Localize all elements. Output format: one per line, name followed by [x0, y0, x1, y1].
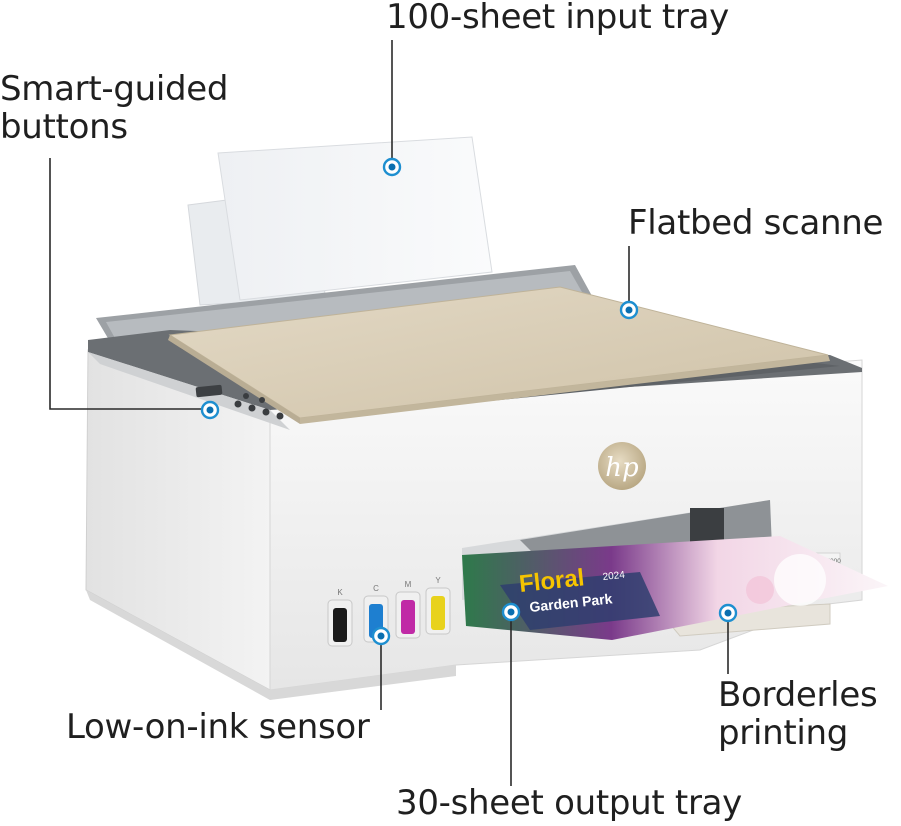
callout-borderless-line2: printing — [718, 713, 849, 754]
input-tray-paper — [187, 136, 493, 306]
scanner-lid — [168, 286, 830, 424]
callout-borderless: Borderles printing — [718, 675, 878, 754]
ink-tank-m-label: M — [405, 580, 412, 589]
callout-dots — [200, 157, 738, 646]
callout-buttons-line2: buttons — [0, 107, 128, 148]
ink-tank-k-label: K — [337, 588, 343, 597]
callout-buttons: Smart-guided buttons — [0, 70, 228, 146]
callout-output-tray: 30-sheet output tray — [396, 784, 742, 822]
rear-paper-support — [96, 265, 592, 345]
hp-logo-text: hp — [605, 453, 639, 483]
callout-dot-output-tray — [501, 602, 521, 622]
callout-ink-sensor: Low-on-ink sensor — [66, 708, 370, 746]
ink-tank-c-label: C — [373, 584, 379, 593]
callout-input-tray-text: 100-sheet input tray — [386, 0, 729, 37]
callout-dot-ink-sensor — [371, 626, 391, 646]
control-panel — [195, 384, 284, 420]
ink-tank-m: M — [395, 580, 421, 639]
ink-tank-y-label: Y — [435, 576, 441, 585]
callout-dot-input-tray — [382, 157, 402, 177]
callout-dot-scanner — [619, 300, 639, 320]
callout-dot-buttons — [200, 400, 220, 420]
callout-buttons-line1: Smart-guided — [0, 69, 229, 109]
printed-sheet: Floral 2024 Garden Park — [462, 536, 888, 640]
callout-dot-borderless — [718, 603, 738, 623]
ink-tank-k: K — [327, 588, 353, 647]
ink-tanks: K C M Y — [327, 576, 451, 647]
callout-ink-sensor-text: Low-on-ink sensor — [66, 707, 370, 747]
leader-lines — [49, 40, 729, 786]
callout-borderless-line1: Borderles — [718, 675, 878, 715]
print-year: 2024 — [602, 570, 626, 583]
callout-scanner: Flatbed scanne — [628, 204, 883, 242]
ink-tank-y: Y — [425, 576, 451, 635]
callout-output-tray-text: 30-sheet output tray — [396, 783, 742, 823]
callout-input-tray: 100-sheet input tray — [386, 0, 729, 36]
callout-scanner-text: Flatbed scanne — [628, 203, 884, 243]
hp-logo: hp — [598, 442, 646, 490]
